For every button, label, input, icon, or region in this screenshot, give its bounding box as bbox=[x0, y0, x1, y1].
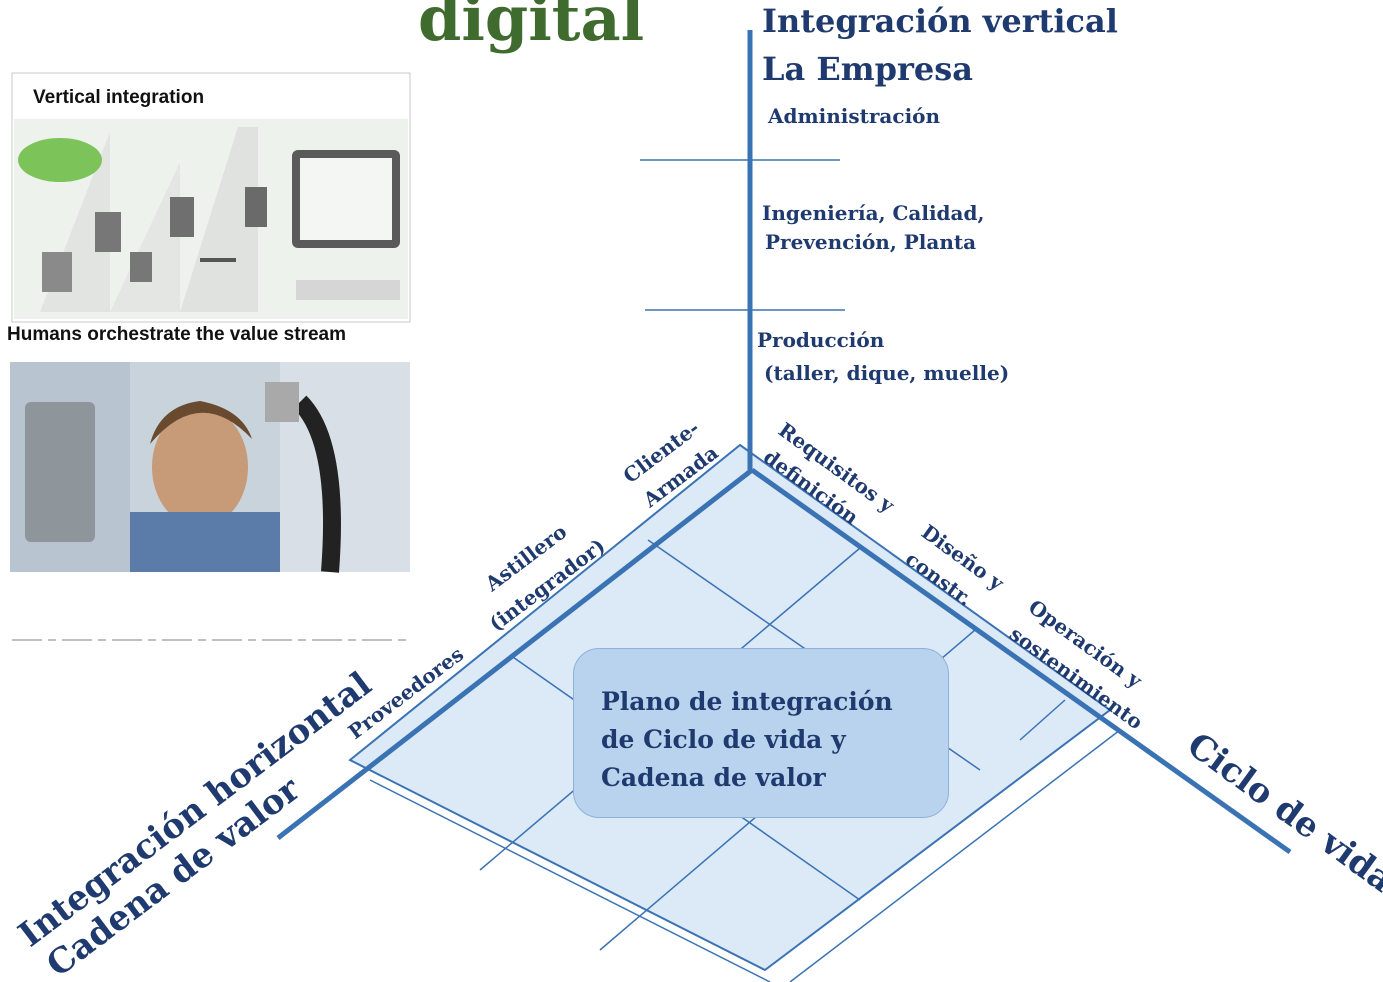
lifecycle-axis-title: Ciclo de vida bbox=[1180, 725, 1383, 901]
plane-edge bbox=[789, 729, 1121, 982]
vertical-integration-label: Vertical integration bbox=[33, 87, 205, 108]
wall-shape bbox=[110, 162, 180, 312]
machine-icon bbox=[130, 252, 152, 282]
horizontal-axis-title: Integración horizontal bbox=[11, 664, 379, 955]
robot-icon bbox=[170, 197, 194, 237]
level-produccion-detail: (taller, dique, muelle) bbox=[764, 361, 1009, 385]
vertical-axis-subtitle: La Empresa bbox=[762, 50, 973, 88]
vertical-axis-title: Integración vertical bbox=[762, 2, 1118, 40]
table-icon bbox=[200, 258, 236, 262]
level-prevencion: Prevención, Planta bbox=[765, 230, 976, 254]
humans-orchestrate-label: Humans orchestrate the value stream bbox=[7, 324, 346, 345]
shirt bbox=[130, 512, 280, 572]
image-panel: Vertical integration Humans orchestrate … bbox=[0, 72, 411, 577]
center-plane-box: Plano de integración de Ciclo de vida y … bbox=[573, 648, 949, 818]
level-administracion: Administración bbox=[767, 104, 941, 128]
lifecycle-axis bbox=[750, 467, 1292, 855]
panel-graphics bbox=[10, 72, 411, 573]
machine-icon bbox=[25, 402, 95, 542]
value-chain-axis bbox=[276, 468, 754, 840]
plane-edge bbox=[369, 779, 771, 982]
center-plane-text: Plano de integración de Ciclo de vida y … bbox=[601, 687, 893, 792]
cloud-icon bbox=[18, 138, 102, 182]
level-ingenieria: Ingeniería, Calidad, bbox=[762, 201, 984, 225]
robot-icon bbox=[95, 212, 121, 252]
robot-icon bbox=[245, 187, 267, 227]
person-face bbox=[152, 407, 248, 527]
wall-shape bbox=[180, 127, 258, 312]
worker-icon bbox=[42, 252, 72, 292]
page-title: digital bbox=[418, 0, 644, 55]
level-produccion: Producción bbox=[757, 328, 885, 352]
